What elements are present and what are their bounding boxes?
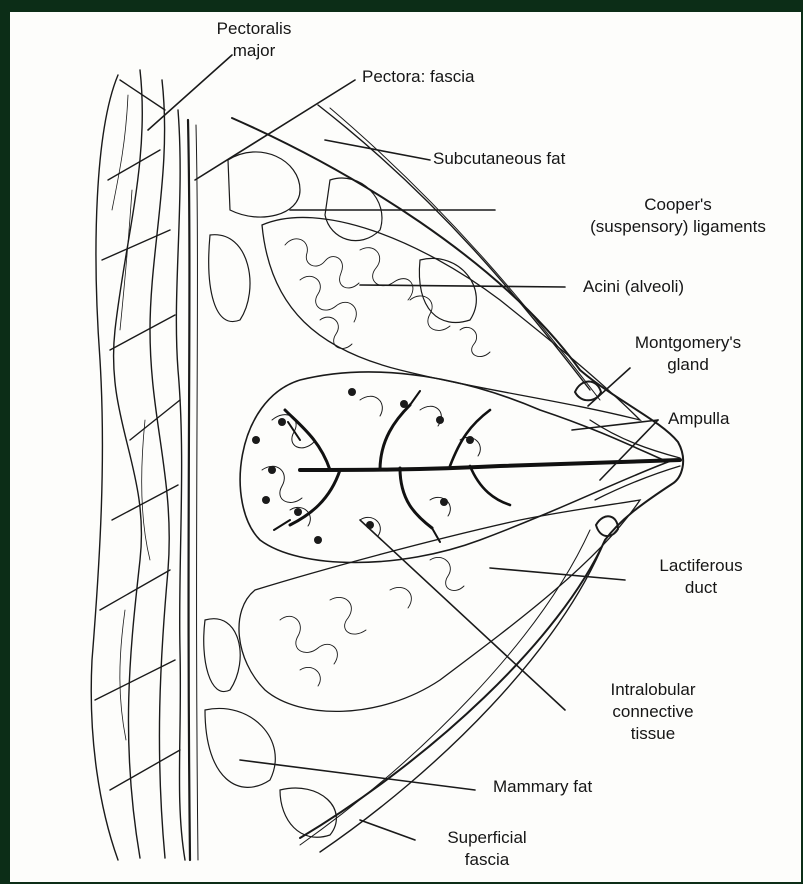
label-pectoralis-major: Pectoralis major bbox=[191, 18, 317, 62]
upper-lobe bbox=[262, 217, 640, 420]
label-montgomerys-gland: Montgomery's gland bbox=[598, 332, 778, 376]
label-lactiferous-duct: Lactiferous duct bbox=[626, 555, 776, 599]
label-intralobular-tissue: Intralobular connective tissue bbox=[568, 679, 738, 745]
label-mammary-fat: Mammary fat bbox=[493, 776, 592, 798]
lactiferous-duct-tree bbox=[274, 391, 680, 542]
label-pectoral-fascia: Pectora: fascia bbox=[362, 66, 474, 88]
label-ampulla: Ampulla bbox=[668, 408, 729, 430]
label-superficial-fascia: Superficial fascia bbox=[413, 827, 561, 871]
label-subcutaneous-fat: Subcutaneous fat bbox=[433, 148, 565, 170]
label-coopers-ligaments: Cooper's (suspensory) ligaments bbox=[560, 194, 796, 238]
label-acini: Acini (alveoli) bbox=[583, 276, 684, 298]
subcutaneous-fat-lobules bbox=[204, 152, 477, 837]
lower-gland-bump bbox=[596, 516, 618, 536]
pectoralis-muscle bbox=[91, 70, 185, 860]
pectoral-fascia-line bbox=[188, 120, 190, 860]
